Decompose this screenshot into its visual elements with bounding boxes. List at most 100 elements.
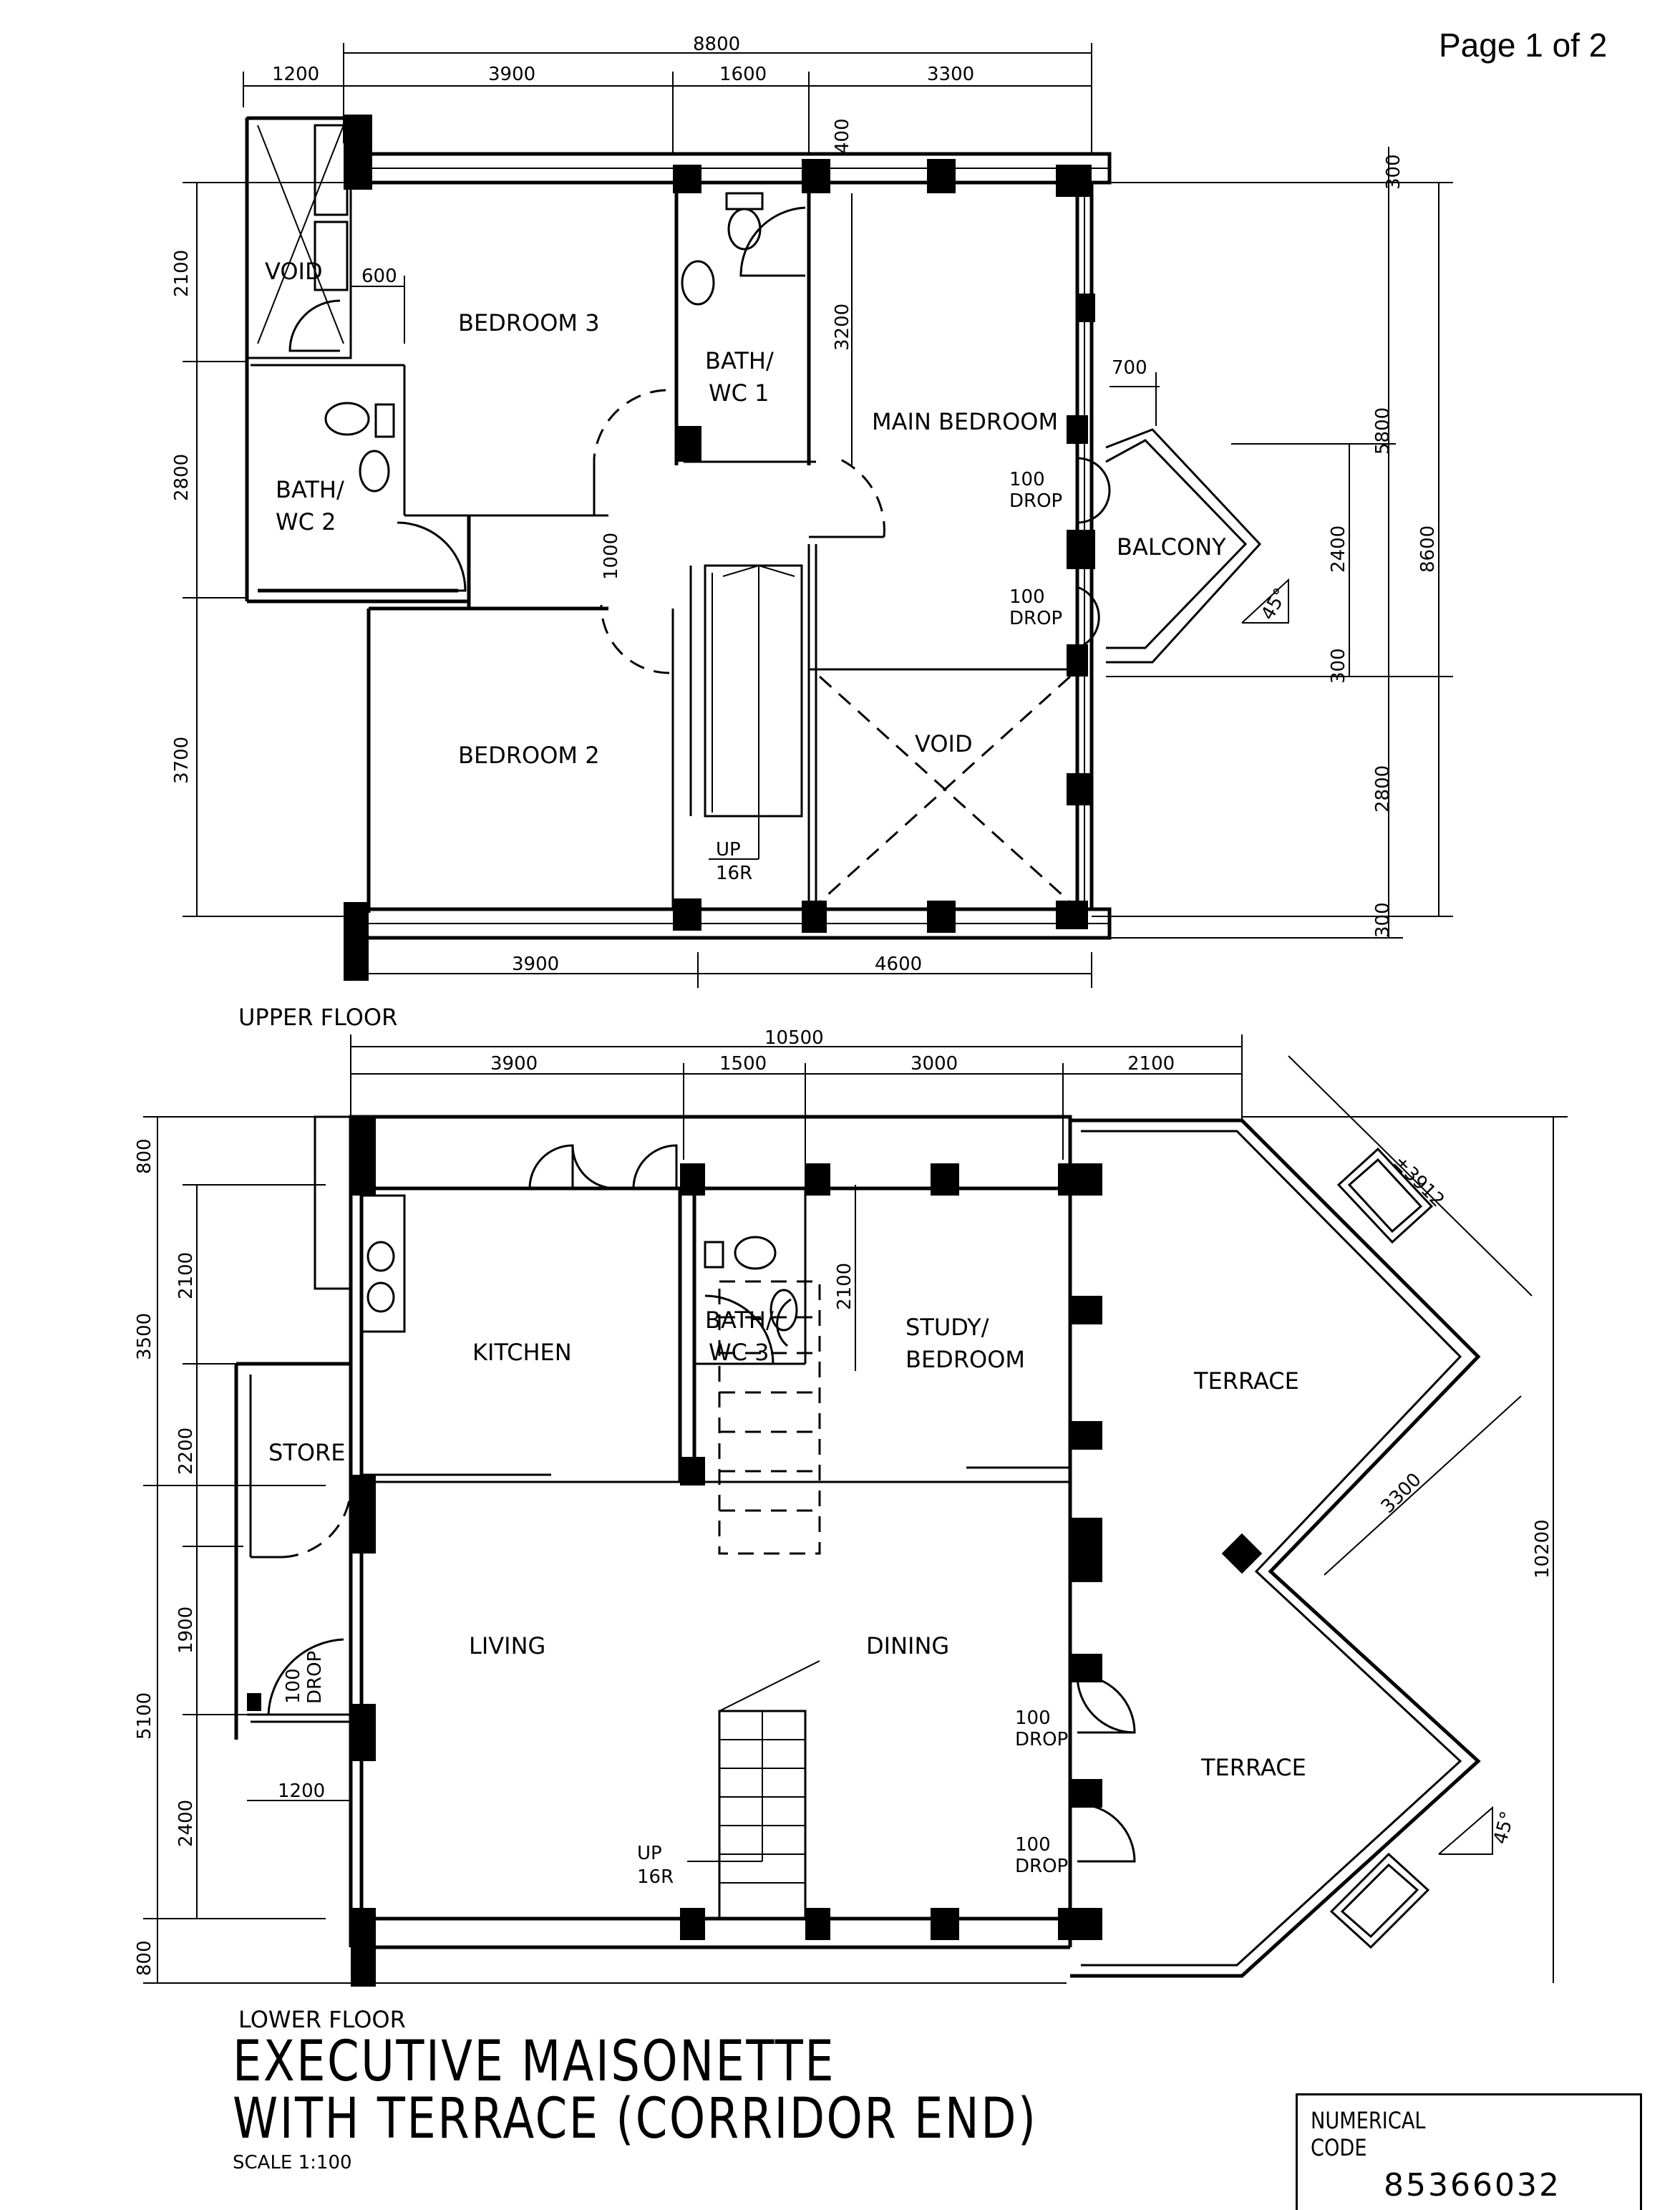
- title-line-1: EXECUTIVE MAISONETTE: [233, 2030, 836, 2094]
- dim-5800: 5800: [1372, 407, 1394, 455]
- dim-1900: 1900: [175, 1606, 197, 1654]
- dim-800: 800: [134, 1138, 155, 1174]
- stairs-risers-label: 16R: [637, 1866, 674, 1888]
- label-dining: DINING: [866, 1632, 949, 1659]
- label-living: LIVING: [469, 1632, 545, 1659]
- dim-1000: 1000: [601, 533, 622, 580]
- dim-3700: 3700: [171, 737, 193, 784]
- label-bath-1-line2: WC 1: [709, 379, 769, 407]
- drop-label: DROP: [304, 1651, 326, 1704]
- upper-doors: [288, 192, 1289, 903]
- page-number: Page 1 of 2: [1439, 26, 1608, 64]
- upper-walls: [245, 116, 1262, 940]
- upper-floor-label: UPPER FLOOR: [238, 1004, 397, 1031]
- label-void-small: VOID: [265, 258, 323, 285]
- dim-8600: 8600: [1417, 525, 1439, 573]
- dim-600: 600: [361, 266, 397, 287]
- stairs-up-label: UP: [637, 1843, 662, 1864]
- code-label: NUMERICAL CODE: [1311, 2107, 1426, 2161]
- scale-label: SCALE 1:100: [233, 2152, 352, 2173]
- dim-5100: 5100: [134, 1692, 155, 1740]
- lower-columns: [247, 1117, 1263, 1987]
- upper-dimension-lines: [183, 43, 1453, 988]
- dim-1200: 1200: [278, 1780, 325, 1802]
- drop-label: 100: [283, 1668, 304, 1704]
- dim-2100: 2100: [834, 1263, 855, 1310]
- drop-label: DROP: [1015, 1856, 1068, 1877]
- dim-3300: 3300: [1377, 1469, 1426, 1518]
- upper-floor-plan: VOID BEDROOM 3 BATH/ WC 1 MAIN BEDROOM B…: [171, 34, 1453, 1031]
- label-main-bedroom: MAIN BEDROOM: [872, 408, 1058, 435]
- label-bedroom-3: BEDROOM 3: [458, 309, 600, 336]
- dim-1200: 1200: [272, 64, 319, 85]
- upper-labels: VOID BEDROOM 3 BATH/ WC 1 MAIN BEDROOM B…: [171, 34, 1439, 1031]
- lower-dimension-lines: [143, 1034, 1568, 1984]
- label-bath-2-line1: BATH/: [276, 476, 344, 503]
- dim-2100: 2100: [175, 1252, 197, 1299]
- dim-3900: 3900: [490, 1053, 538, 1075]
- dim-300: 300: [1383, 154, 1404, 190]
- label-balcony: BALCONY: [1117, 533, 1226, 561]
- dim-300: 300: [1372, 902, 1394, 938]
- drop-label: DROP: [1009, 490, 1062, 512]
- dim-400: 400: [832, 118, 853, 154]
- label-terrace-bottom: TERRACE: [1200, 1754, 1306, 1781]
- dim-3900: 3900: [488, 64, 535, 85]
- code-value: 85366032: [1384, 2167, 1561, 2204]
- label-bath-1-line1: BATH/: [705, 347, 774, 374]
- drop-label: 100: [1009, 586, 1045, 608]
- dim-800: 800: [134, 1940, 155, 1976]
- dim-2100: 2100: [1127, 1053, 1175, 1075]
- dim-2800: 2800: [1372, 765, 1394, 813]
- drop-label: 100: [1015, 1707, 1051, 1729]
- dim-3300: 3300: [927, 64, 974, 85]
- dim-2400: 2400: [1328, 525, 1349, 573]
- dim-300: 300: [1328, 648, 1349, 684]
- dim-700: 700: [1112, 357, 1147, 379]
- dim-10200: 10200: [1532, 1519, 1553, 1579]
- lower-floor-label: LOWER FLOOR: [238, 2006, 406, 2033]
- dim-1600: 1600: [719, 64, 767, 85]
- dim-8800: 8800: [693, 34, 740, 55]
- dim-3000: 3000: [911, 1053, 958, 1075]
- angle-label: 45°: [1490, 1809, 1519, 1846]
- lower-floor-plan: KITCHEN BATH/ WC 3 STUDY/ BEDROOM STORE …: [134, 1027, 1568, 2033]
- dim-2200: 2200: [175, 1428, 197, 1475]
- label-store: STORE: [268, 1439, 346, 1466]
- dim-2800: 2800: [171, 454, 193, 501]
- drop-label: DROP: [1009, 608, 1062, 629]
- lower-labels: KITCHEN BATH/ WC 3 STUDY/ BEDROOM STORE …: [134, 1027, 1553, 2033]
- label-kitchen: KITCHEN: [472, 1339, 572, 1366]
- drop-label: 100: [1015, 1834, 1051, 1856]
- angle-label: 45°: [1257, 585, 1292, 624]
- dim-4600: 4600: [875, 954, 922, 975]
- code-label-line1: NUMERICAL: [1311, 2107, 1426, 2134]
- label-study-line2: BEDROOM: [905, 1346, 1025, 1373]
- label-terrace-top: TERRACE: [1193, 1367, 1299, 1395]
- dim-3200: 3200: [832, 304, 853, 351]
- drop-label: 100: [1009, 469, 1045, 490]
- label-bedroom-2: BEDROOM 2: [458, 742, 600, 769]
- stairs-up-label: UP: [716, 839, 741, 861]
- code-label-line2: CODE: [1311, 2134, 1367, 2161]
- dim-3500: 3500: [134, 1313, 155, 1360]
- dim-3900: 3900: [512, 954, 559, 975]
- drawing-title-block: EXECUTIVE MAISONETTE WITH TERRACE (CORRI…: [233, 2033, 1214, 2173]
- dim-2100: 2100: [171, 250, 193, 297]
- title-line-2: WITH TERRACE (CORRIDOR END): [233, 2087, 1038, 2151]
- label-study-line1: STUDY/: [905, 1314, 989, 1341]
- lower-walls: [234, 1115, 1481, 1978]
- label-void-big: VOID: [915, 730, 973, 757]
- lower-doors: [267, 1144, 1493, 1920]
- dim-10500: 10500: [764, 1027, 824, 1049]
- label-bath-2-line2: WC 2: [276, 508, 336, 535]
- label-bath-3-line1: BATH/: [705, 1307, 774, 1334]
- dim-2400: 2400: [175, 1800, 197, 1847]
- upper-columns: [344, 115, 1095, 981]
- drop-label: DROP: [1015, 1729, 1068, 1750]
- stairs-risers-label: 16R: [716, 863, 752, 884]
- label-bath-3-line2: WC 3: [709, 1339, 769, 1366]
- numerical-code-box: NUMERICAL CODE 85366032: [1296, 2093, 1642, 2210]
- dim-1500: 1500: [719, 1053, 767, 1075]
